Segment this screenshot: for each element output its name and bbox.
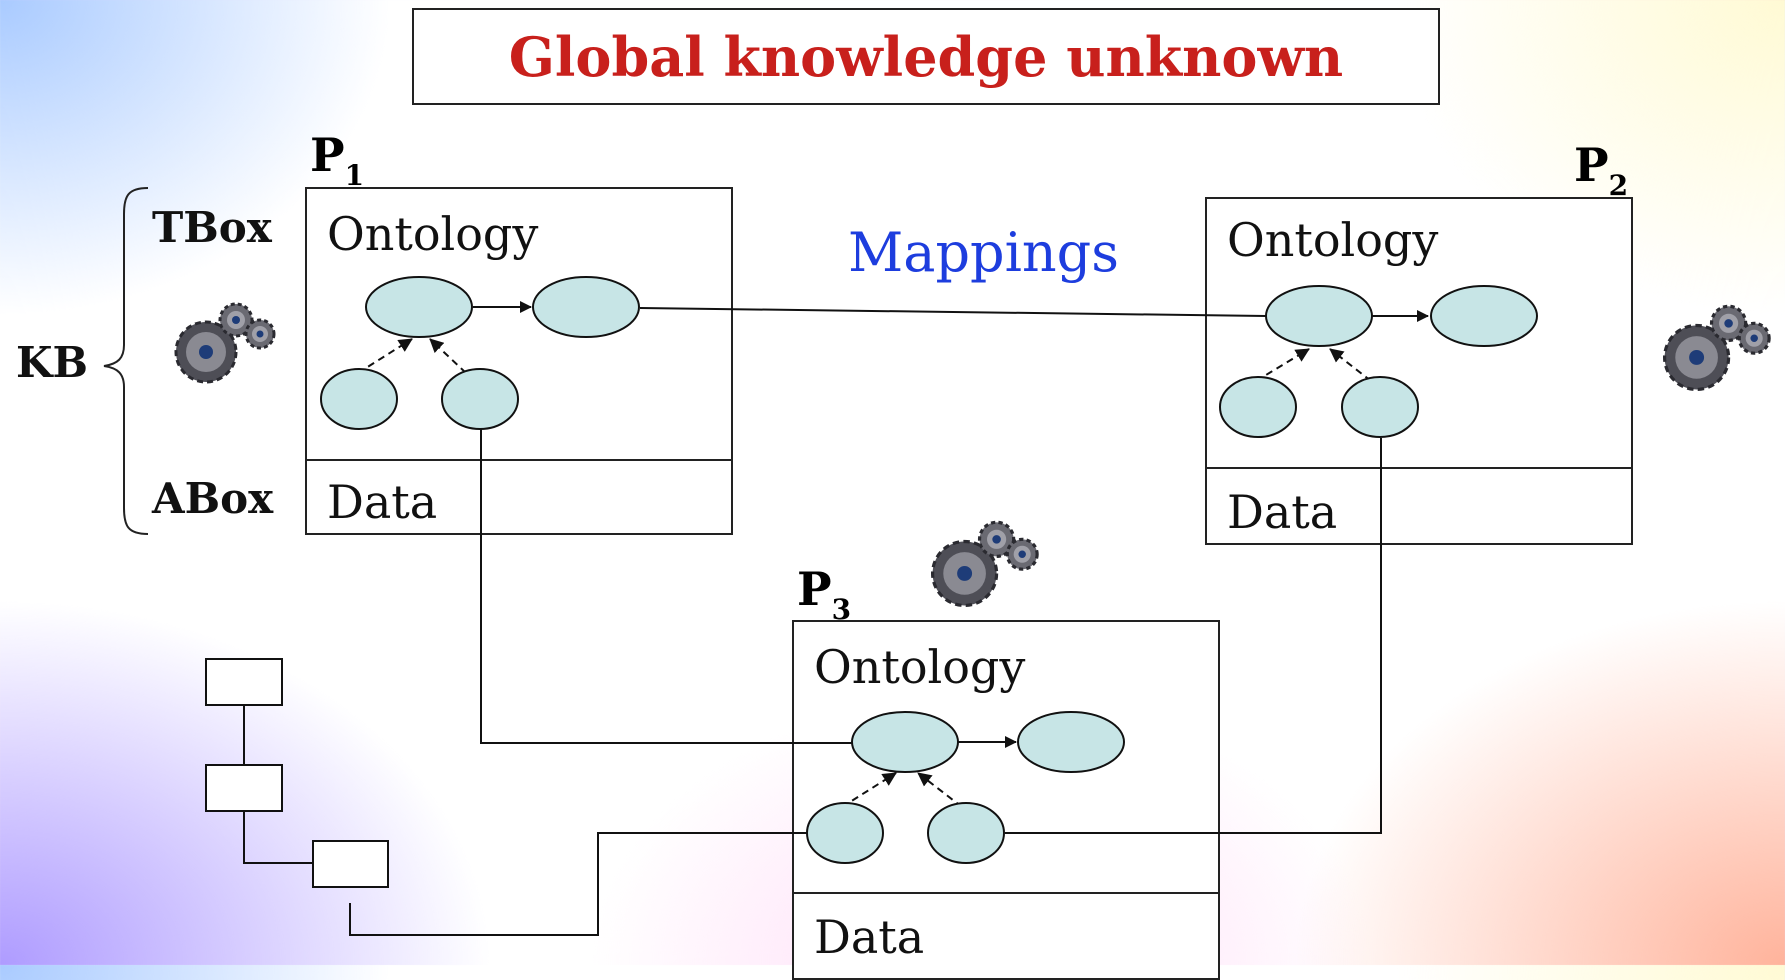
peer-3-box: Ontology Data: [792, 620, 1220, 980]
ontology-node: [806, 802, 884, 864]
ontology-node: [1017, 711, 1125, 773]
peer-2-ontology-label: Ontology: [1227, 213, 1439, 267]
peer-3-data-label: Data: [814, 910, 925, 964]
peer-1-data-label: Data: [327, 475, 438, 529]
peer-3-divider: [794, 892, 1218, 894]
peer-3-graph: [806, 711, 1125, 864]
gears-icon: [174, 302, 276, 384]
peer-2-divider: [1207, 467, 1631, 469]
peer-1-box: Ontology Data: [305, 187, 733, 535]
abox-label: ABox: [152, 474, 274, 523]
mappings-label: Mappings: [848, 221, 1119, 284]
ontology-node: [1219, 376, 1297, 438]
mapping-p1-p3: [480, 428, 852, 744]
page-title: Global knowledge unknown: [508, 24, 1344, 89]
peer-1-ontology-label: Ontology: [327, 207, 539, 261]
ontology-node: [1341, 376, 1419, 438]
gears-icon: [931, 520, 1039, 608]
peer-1-graph: [320, 276, 640, 430]
ontology-node: [320, 368, 398, 430]
mapping-p2-p3: [1005, 438, 1382, 834]
peer-3-ontology-label: Ontology: [814, 640, 1026, 694]
title-box: Global knowledge unknown: [412, 8, 1440, 105]
mapping-p1-p2: [639, 307, 1267, 317]
mapping-data-hierarchy: [349, 832, 807, 936]
tbox-label: TBox: [152, 203, 272, 252]
ontology-node: [927, 802, 1005, 864]
ontology-node: [1430, 285, 1538, 347]
ontology-node: [532, 276, 640, 338]
kb-brace: [103, 187, 149, 535]
hierarchy-icon: [205, 658, 389, 888]
gears-icon: [1663, 304, 1771, 392]
peer-3-label: P3: [797, 562, 852, 626]
peer-2-graph: [1219, 285, 1538, 438]
peer-1-label: P1: [310, 128, 365, 192]
peer-1-divider: [307, 459, 731, 461]
ontology-node: [851, 711, 959, 773]
peer-2-box: Ontology Data: [1205, 197, 1633, 545]
ontology-node: [365, 276, 473, 338]
kb-label: KB: [16, 338, 89, 387]
ontology-node: [441, 368, 519, 430]
peer-2-data-label: Data: [1227, 485, 1338, 539]
peer-2-label: P2: [1574, 138, 1629, 202]
ontology-node: [1265, 285, 1373, 347]
mapping-lines: [349, 307, 1382, 936]
